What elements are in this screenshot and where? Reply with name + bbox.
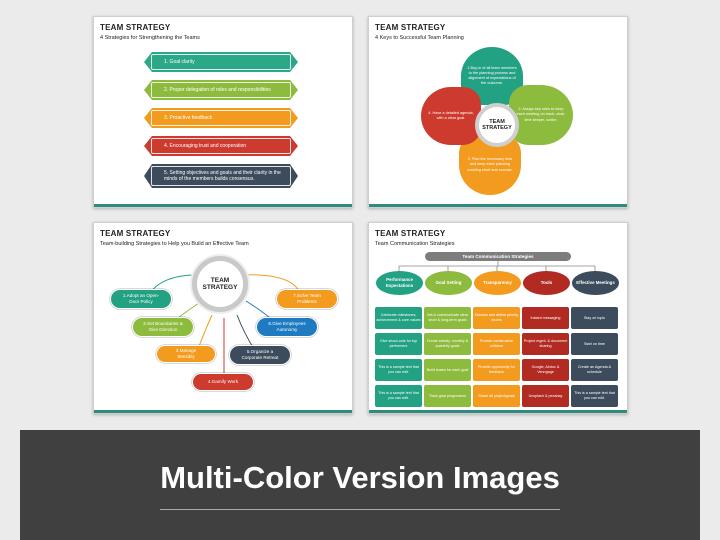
slide-bottom-bar: [369, 410, 627, 413]
slide-bottom-bar: [369, 204, 627, 207]
grid-cell: Set & communicate clear short & long-ter…: [424, 307, 471, 329]
slide-bottom-bar: [94, 204, 352, 207]
slide-thumbnail-4[interactable]: TEAM STRATEGY Team Communication Strateg…: [368, 222, 628, 414]
column-header: Transparency: [474, 271, 521, 295]
grid-cell: Provide opportunity for feedback: [473, 359, 520, 381]
center-label: TEAM STRATEGY: [202, 277, 238, 291]
footer-title: Multi-Color Version Images: [160, 460, 560, 495]
pill-label: 2.Set Boundaries & Give Direction: [143, 321, 183, 332]
strategy-arrow-3: 3. Proactive feedback: [144, 108, 298, 128]
grid-cell: Create an Agenda & schedule: [571, 359, 618, 381]
strategy-arrow-4: 4. Encouraging trust and cooperation: [144, 136, 298, 156]
grid-cell: Discuss and define priority issues: [473, 307, 520, 329]
slide-title: TEAM STRATEGY: [375, 23, 446, 32]
team-strategy-pill-7: 7.Solve Team Problems: [276, 289, 338, 309]
team-strategy-pill-5: 5.Organize a Corporate Retreat: [229, 345, 291, 365]
pill-label: 6.Give Employees Autonomy: [268, 321, 306, 332]
petal-label: 4. Have a detailed agenda, with a clear …: [428, 110, 474, 120]
grid-cell: Track goal progression: [424, 385, 471, 407]
pill-label: 3.Manage Sensibly: [175, 348, 197, 359]
grid-cell: This is a sample text that you can edit.: [571, 385, 618, 407]
slide-thumbnail-3[interactable]: TEAM STRATEGY Team-building Strategies t…: [93, 222, 353, 414]
column-header: Goal Setting: [425, 271, 472, 295]
column-header: Effective Meetings: [572, 271, 619, 295]
strategy-label: 5. Setting objectives and goals and thei…: [164, 169, 281, 182]
slide-title: TEAM STRATEGY: [375, 229, 446, 238]
pill-label: 7.Solve Team Problems: [293, 293, 321, 304]
slide-subtitle: 4 Strategies for Strengthening the Teams: [100, 35, 200, 41]
pill-label: 5.Organize a Corporate Retreat: [241, 349, 279, 360]
center-circle: TEAM STRATEGY: [192, 256, 248, 312]
grid-cell: Start on time: [571, 333, 618, 355]
strategy-label: 1. Goal clarity: [164, 58, 195, 65]
team-strategy-pill-1: 1.Adopt an Open-Door Policy: [110, 289, 172, 309]
key-petal-4: 4. Have a detailed agenda, with a clear …: [421, 87, 481, 145]
grid-cell: Project mgmt. & document sharing: [522, 333, 569, 355]
grid-cell: This is a sample text that you can edit.: [375, 385, 422, 407]
grid-cell: This is a sample text that you can edit.: [375, 359, 422, 381]
petal-label: 2. Assign key roles to keep each meeting…: [516, 107, 566, 122]
strategy-arrow-5: 5. Setting objectives and goals and thei…: [144, 164, 298, 188]
key-petal-2: 2. Assign key roles to keep each meeting…: [509, 85, 573, 145]
slide-title: TEAM STRATEGY: [100, 229, 171, 238]
slide-title: TEAM STRATEGY: [100, 23, 171, 32]
petal-label: 3. Plan the necessary time and keep each…: [467, 157, 513, 172]
grid-cell: Celebrate milestones, achievement & core…: [375, 307, 422, 329]
slide-thumbnail-1[interactable]: TEAM STRATEGY 4 Strategies for Strengthe…: [93, 16, 353, 208]
grid-cell: Provide constructive criticism: [473, 333, 520, 355]
grid-cell: Share all project/goals: [473, 385, 520, 407]
column-header: Tools: [523, 271, 570, 295]
grid-cell: Instant messaging: [522, 307, 569, 329]
slide-subtitle: Team Communication Strategies: [375, 241, 455, 247]
team-strategy-pill-4: 4.Gamify Work: [192, 373, 254, 391]
slide-bottom-bar: [94, 410, 352, 413]
grid-cell: Stay on topic: [571, 307, 618, 329]
center-label: TEAM STRATEGY: [482, 119, 512, 131]
slide-subtitle: Team-building Strategies to Help you Bui…: [100, 241, 249, 247]
team-strategy-pill-3: 3.Manage Sensibly: [156, 345, 216, 363]
pill-label: 4.Gamify Work: [207, 379, 239, 385]
strategy-label: 4. Encouraging trust and cooperation: [164, 142, 246, 149]
column-header: Performance Expectations: [376, 271, 423, 295]
strategy-arrow-1: 1. Goal clarity: [144, 52, 298, 72]
strategy-label: 2. Proper delegation of roles and respon…: [164, 86, 271, 93]
strategy-arrow-2: 2. Proper delegation of roles and respon…: [144, 80, 298, 100]
team-strategy-pill-2: 2.Set Boundaries & Give Direction: [132, 317, 194, 337]
footer-underline: [160, 509, 560, 510]
grid-cell: Build teams for each goal: [424, 359, 471, 381]
grid-cell: Google, Airdoc & Venngage: [522, 359, 569, 381]
footer-banner: Multi-Color Version Images: [20, 430, 700, 540]
center-circle: TEAM STRATEGY: [475, 103, 519, 147]
connector-lines: [398, 261, 596, 271]
top-banner: Team Communication Strategies: [425, 252, 571, 261]
team-strategy-pill-6: 6.Give Employees Autonomy: [256, 317, 318, 337]
slide-subtitle: 4 Keys to Successful Team Planning: [375, 35, 464, 41]
petal-label: 1.Buy-in of all team members to the plan…: [467, 65, 517, 86]
grid-cell: Give shout-outs for top performers: [375, 333, 422, 355]
grid-cell: Unsplash & pexabay: [522, 385, 569, 407]
banner-label: Team Communication Strategies: [462, 254, 534, 259]
strategy-label: 3. Proactive feedback: [164, 114, 213, 121]
slide-thumbnail-2[interactable]: TEAM STRATEGY 4 Keys to Successful Team …: [368, 16, 628, 208]
pill-label: 1.Adopt an Open-Door Policy: [122, 293, 160, 304]
grid-cell: Create weekly, monthly & quarterly goals: [424, 333, 471, 355]
